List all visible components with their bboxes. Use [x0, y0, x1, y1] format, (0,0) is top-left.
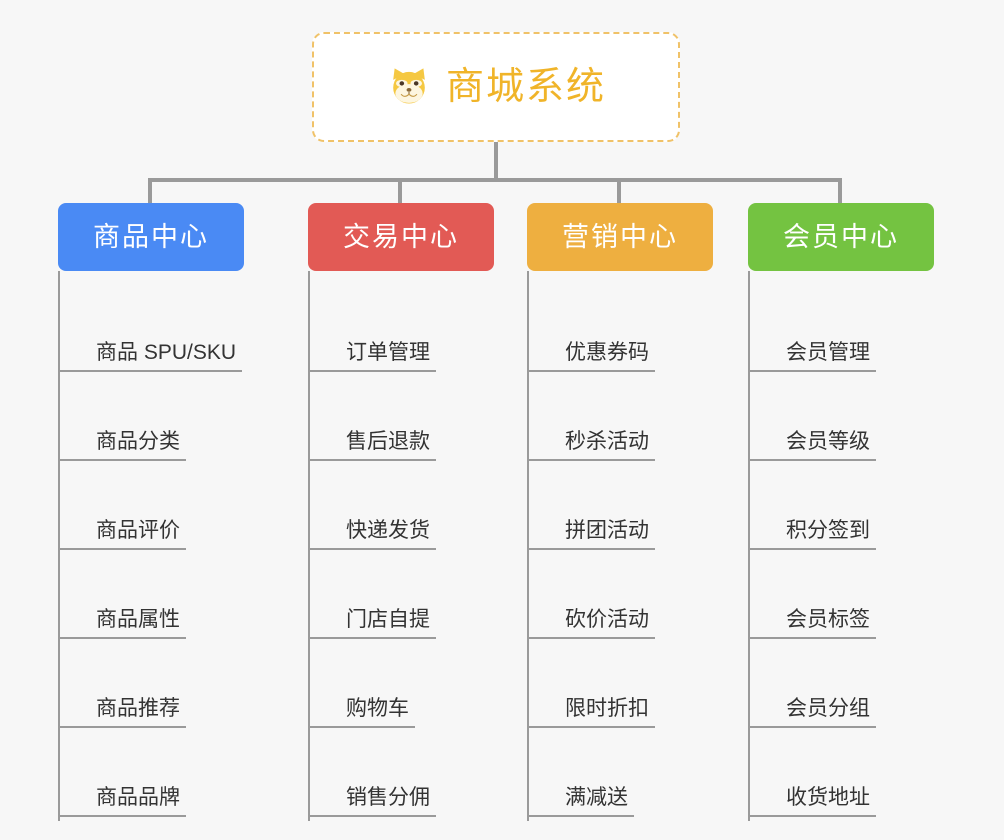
leaf-label: 会员分组	[786, 697, 876, 728]
category-label-2: 交易中心	[343, 221, 459, 252]
leaf-item[interactable]: 收货地址	[750, 734, 934, 823]
connector-drop-2	[398, 178, 402, 205]
leaf-label: 会员等级	[786, 430, 876, 461]
category-label-4: 会员中心	[783, 221, 899, 252]
leaf-item[interactable]: 会员等级	[750, 378, 934, 467]
leaf-item[interactable]: 拼团活动	[529, 467, 713, 556]
leaf-list-1: 商品 SPU/SKU 商品分类 商品评价 商品属性 商品推荐 商品品牌	[58, 271, 244, 823]
leaf-underline	[310, 548, 348, 550]
leaf-underline	[60, 815, 98, 817]
leaf-underline	[60, 637, 98, 639]
leaf-item[interactable]: 限时折扣	[529, 645, 713, 734]
leaf-list-2: 订单管理 售后退款 快递发货 门店自提 购物车 销售分佣	[308, 271, 494, 823]
leaf-underline	[529, 370, 567, 372]
leaf-underline	[529, 548, 567, 550]
leaf-label: 门店自提	[346, 608, 436, 639]
connector-horizontal-bus	[150, 178, 840, 182]
leaf-item[interactable]: 售后退款	[310, 378, 494, 467]
dog-face-icon	[393, 68, 425, 104]
category-label-1: 商品中心	[93, 221, 209, 252]
connector-root-stem	[494, 142, 498, 181]
connector-drop-3	[617, 178, 621, 205]
leaf-list-3: 优惠券码 秒杀活动 拼团活动 砍价活动 限时折扣 满减送	[527, 271, 713, 823]
connector-drop-1	[148, 178, 152, 205]
category-column-2: 交易中心 订单管理 售后退款 快递发货 门店自提 购物车 销售分佣	[308, 203, 494, 823]
leaf-label: 购物车	[346, 697, 415, 728]
leaf-label: 优惠券码	[565, 341, 655, 372]
leaf-underline	[60, 726, 98, 728]
category-header-1[interactable]: 商品中心	[58, 203, 244, 271]
leaf-underline	[529, 726, 567, 728]
leaf-label: 订单管理	[346, 341, 436, 372]
leaf-label: 秒杀活动	[565, 430, 655, 461]
leaf-item[interactable]: 商品属性	[60, 556, 244, 645]
leaf-item[interactable]: 快递发货	[310, 467, 494, 556]
leaf-underline	[529, 815, 567, 817]
leaf-underline	[750, 370, 788, 372]
leaf-label: 商品属性	[96, 608, 186, 639]
leaf-list-4: 会员管理 会员等级 积分签到 会员标签 会员分组 收货地址	[748, 271, 934, 823]
leaf-underline	[310, 637, 348, 639]
leaf-underline	[750, 637, 788, 639]
leaf-label: 售后退款	[346, 430, 436, 461]
leaf-item[interactable]: 积分签到	[750, 467, 934, 556]
leaf-label: 商品 SPU/SKU	[96, 341, 243, 372]
leaf-label: 商品评价	[96, 519, 186, 550]
leaf-underline	[60, 459, 98, 461]
leaf-label: 商品品牌	[96, 786, 186, 817]
category-header-3[interactable]: 营销中心	[527, 203, 713, 271]
leaf-item[interactable]: 砍价活动	[529, 556, 713, 645]
leaf-item[interactable]: 会员分组	[750, 645, 934, 734]
leaf-label: 会员管理	[786, 341, 876, 372]
root-title: 商城系统	[445, 66, 606, 108]
leaf-label: 会员标签	[786, 608, 876, 639]
leaf-item[interactable]: 优惠券码	[529, 289, 713, 378]
leaf-item[interactable]: 秒杀活动	[529, 378, 713, 467]
leaf-item[interactable]: 购物车	[310, 645, 494, 734]
leaf-item[interactable]: 门店自提	[310, 556, 494, 645]
leaf-label: 收货地址	[786, 786, 876, 817]
leaf-label: 快递发货	[346, 519, 436, 550]
leaf-item[interactable]: 商品 SPU/SKU	[60, 289, 244, 378]
leaf-item[interactable]: 满减送	[529, 734, 713, 823]
leaf-item[interactable]: 订单管理	[310, 289, 494, 378]
leaf-underline	[60, 370, 98, 372]
category-header-2[interactable]: 交易中心	[308, 203, 494, 271]
leaf-label: 销售分佣	[346, 786, 436, 817]
leaf-underline	[750, 726, 788, 728]
category-header-4[interactable]: 会员中心	[748, 203, 934, 271]
leaf-underline	[60, 548, 98, 550]
leaf-label: 限时折扣	[565, 697, 655, 728]
leaf-underline	[750, 459, 788, 461]
connector-drop-4	[838, 178, 842, 205]
leaf-label: 商品推荐	[96, 697, 186, 728]
category-column-3: 营销中心 优惠券码 秒杀活动 拼团活动 砍价活动 限时折扣 满减送	[527, 203, 713, 823]
leaf-underline	[310, 459, 348, 461]
leaf-item[interactable]: 商品推荐	[60, 645, 244, 734]
leaf-label: 满减送	[565, 786, 634, 817]
category-column-4: 会员中心 会员管理 会员等级 积分签到 会员标签 会员分组 收货地址	[748, 203, 934, 823]
leaf-label: 砍价活动	[565, 608, 655, 639]
leaf-item[interactable]: 会员标签	[750, 556, 934, 645]
leaf-underline	[529, 459, 567, 461]
root-node[interactable]: 商城系统	[312, 32, 680, 142]
leaf-underline	[750, 815, 788, 817]
leaf-label: 商品分类	[96, 430, 186, 461]
leaf-label: 拼团活动	[565, 519, 655, 550]
leaf-item[interactable]: 商品评价	[60, 467, 244, 556]
leaf-underline	[310, 370, 348, 372]
leaf-label: 积分签到	[786, 519, 876, 550]
leaf-underline	[310, 726, 348, 728]
category-column-1: 商品中心 商品 SPU/SKU 商品分类 商品评价 商品属性 商品推荐 商品品牌	[58, 203, 244, 823]
leaf-underline	[529, 637, 567, 639]
leaf-item[interactable]: 会员管理	[750, 289, 934, 378]
leaf-item[interactable]: 商品品牌	[60, 734, 244, 823]
category-label-3: 营销中心	[562, 221, 678, 252]
leaf-underline	[750, 548, 788, 550]
leaf-underline	[310, 815, 348, 817]
leaf-item[interactable]: 销售分佣	[310, 734, 494, 823]
leaf-item[interactable]: 商品分类	[60, 378, 244, 467]
